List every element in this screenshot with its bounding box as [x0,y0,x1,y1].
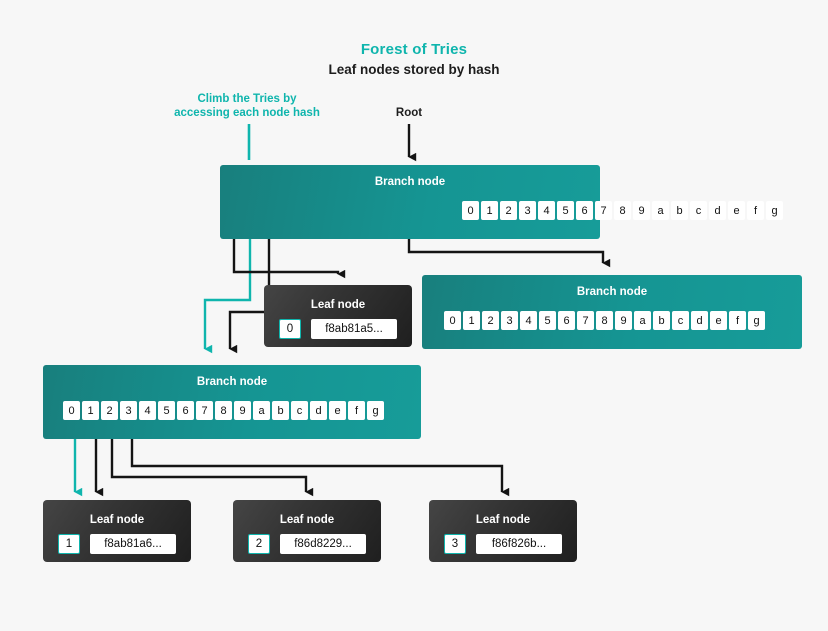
annotation-climb: Climb the Tries by accessing each node h… [174,93,320,119]
nibble-cell-1[interactable]: 1 [481,201,498,220]
leaf-node-two[interactable]: Leaf node 2 f86d8229... [233,500,381,562]
nibble-cell-f[interactable]: f [348,401,365,420]
leaf-node-key: 0 [279,319,301,339]
nibble-cell-e[interactable]: e [728,201,745,220]
branch-node-label: Branch node [374,176,446,188]
leaf-node-one[interactable]: Leaf node 1 f8ab81a6... [43,500,191,562]
annotation-root: Root [395,107,423,119]
leaf-node-row: 1 f8ab81a6... [58,534,176,554]
leaf-node-hash: f86d8229... [280,534,366,554]
nibble-cell-c[interactable]: c [690,201,707,220]
leaf-node-key: 2 [248,534,270,554]
nibble-cell-8[interactable]: 8 [614,201,631,220]
nibble-cell-8[interactable]: 8 [215,401,232,420]
branch-node-label: Branch node [576,286,648,298]
nibble-cell-2[interactable]: 2 [482,311,499,330]
nibble-cell-d[interactable]: d [691,311,708,330]
nibble-cell-1[interactable]: 1 [82,401,99,420]
leaf-node-label: Leaf node [89,514,145,526]
nibble-cell-a[interactable]: a [652,201,669,220]
nibble-cell-7[interactable]: 7 [196,401,213,420]
page-title: Forest of Tries [360,41,468,58]
nibble-cell-2[interactable]: 2 [101,401,118,420]
nibble-cell-9[interactable]: 9 [615,311,632,330]
nibble-cell-3[interactable]: 3 [501,311,518,330]
nibble-cell-b[interactable]: b [671,201,688,220]
nibble-cell-4[interactable]: 4 [538,201,555,220]
nibble-cell-c[interactable]: c [291,401,308,420]
nibble-cell-e[interactable]: e [710,311,727,330]
nibble-cell-6[interactable]: 6 [177,401,194,420]
nibble-cell-6[interactable]: 6 [558,311,575,330]
nibble-cell-f[interactable]: f [747,201,764,220]
nibble-cell-g[interactable]: g [367,401,384,420]
nibble-cell-9[interactable]: 9 [633,201,650,220]
nibble-cell-5[interactable]: 5 [539,311,556,330]
leaf-node-label: Leaf node [475,514,531,526]
leaf-node-label: Leaf node [310,299,366,311]
nibble-cell-g[interactable]: g [766,201,783,220]
nibble-cell-9[interactable]: 9 [234,401,251,420]
nibble-cell-2[interactable]: 2 [500,201,517,220]
leaf-node-hash: f8ab81a5... [311,319,397,339]
page-subtitle: Leaf nodes stored by hash [328,62,500,77]
leaf-node-three[interactable]: Leaf node 3 f86f826b... [429,500,577,562]
wire-root0-to-left-branch [203,229,252,354]
nibble-cell-7[interactable]: 7 [577,311,594,330]
leaf-node-label: Leaf node [279,514,335,526]
nibble-cell-0[interactable]: 0 [63,401,80,420]
nibble-cell-4[interactable]: 4 [139,401,156,420]
nibble-cell-4[interactable]: 4 [520,311,537,330]
branch-node-label: Branch node [196,376,268,388]
nibble-cell-d[interactable]: d [310,401,327,420]
nibble-cell-8[interactable]: 8 [596,311,613,330]
leaf-node-row: 0 f8ab81a5... [279,319,397,339]
nibble-cell-a[interactable]: a [634,311,651,330]
nibble-cell-b[interactable]: b [653,311,670,330]
leaf-node-hash: f86f826b... [476,534,562,554]
leaf-node-mid[interactable]: Leaf node 0 f8ab81a5... [264,285,412,347]
leaf-node-row: 2 f86d8229... [248,534,366,554]
nibble-cell-g[interactable]: g [748,311,765,330]
nibble-cell-5[interactable]: 5 [158,401,175,420]
nibble-cell-1[interactable]: 1 [463,311,480,330]
nibble-cell-b[interactable]: b [272,401,289,420]
nibble-cell-3[interactable]: 3 [519,201,536,220]
nibble-cell-e[interactable]: e [329,401,346,420]
leaf-node-key: 3 [444,534,466,554]
nibble-cell-f[interactable]: f [729,311,746,330]
leaf-node-hash: f8ab81a6... [90,534,176,554]
nibble-cell-5[interactable]: 5 [557,201,574,220]
leaf-node-key: 1 [58,534,80,554]
nibble-cell-a[interactable]: a [253,401,270,420]
nibble-cell-0[interactable]: 0 [444,311,461,330]
nibble-cell-c[interactable]: c [672,311,689,330]
nibble-cell-7[interactable]: 7 [595,201,612,220]
nibble-cell-d[interactable]: d [709,201,726,220]
nibble-cell-6[interactable]: 6 [576,201,593,220]
nibble-cell-3[interactable]: 3 [120,401,137,420]
nibble-cell-0[interactable]: 0 [462,201,479,220]
leaf-node-row: 3 f86f826b... [444,534,562,554]
